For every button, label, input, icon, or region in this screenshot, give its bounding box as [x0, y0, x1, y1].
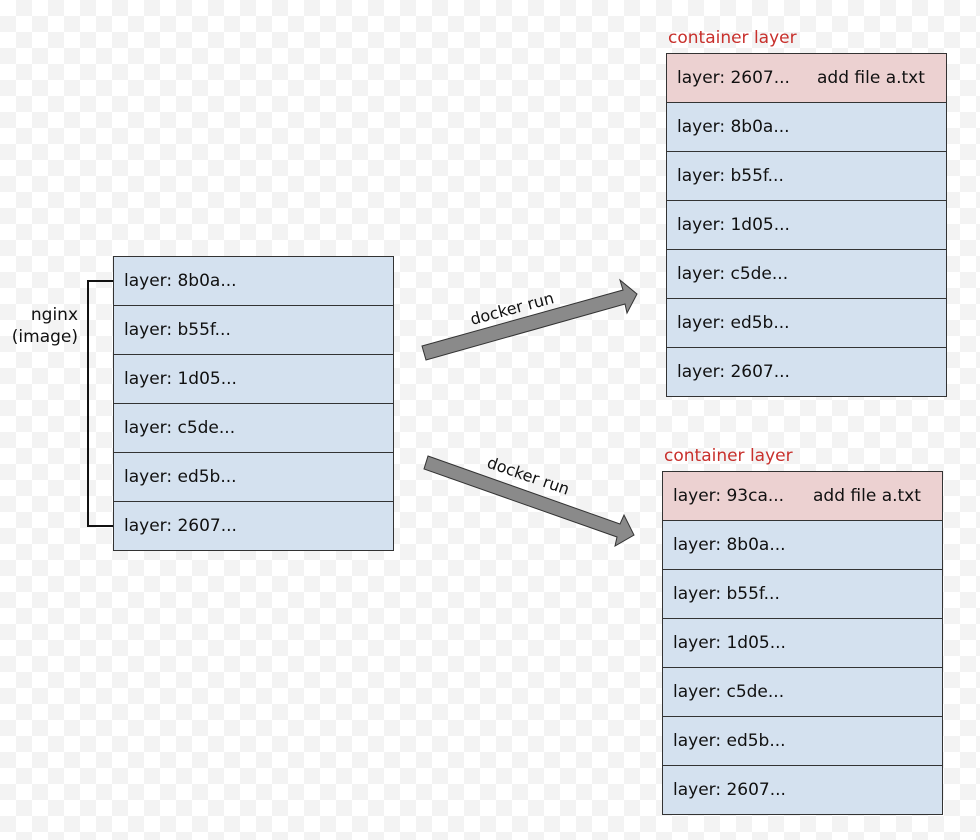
image-tag-line: (image)	[11, 327, 78, 347]
image-layer: layer: c5de...	[663, 668, 942, 717]
image-layer: layer: b55f...	[663, 570, 942, 619]
image-layer: layer: 2607...	[114, 502, 393, 550]
image-layer: layer: 2607...	[663, 766, 942, 814]
image-layer-stack: layer: 8b0a... layer: b55f... layer: 1d0…	[113, 256, 394, 551]
arrow-shape	[423, 455, 635, 548]
image-layer: layer: 1d05...	[667, 201, 946, 250]
docker-run-arrow-1: docker run	[421, 278, 638, 361]
image-layer: layer: 8b0a...	[114, 257, 393, 306]
image-layer: layer: 2607...	[667, 348, 946, 396]
layer-change-note: add file a.txt	[817, 68, 925, 88]
container-layer-stack: layer: 2607... add file a.txt layer: 8b0…	[666, 53, 947, 397]
image-layer: layer: c5de...	[114, 404, 393, 453]
docker-run-arrow-2: docker run	[423, 453, 635, 548]
container-writable-layer: layer: 93ca... add file a.txt	[663, 472, 942, 521]
container-layer-stack: layer: 93ca... add file a.txt layer: 8b0…	[662, 471, 943, 815]
image-layer: layer: 8b0a...	[667, 103, 946, 152]
container-caption: container layer	[664, 446, 793, 466]
arrow-shape	[421, 278, 638, 361]
layer-id: layer: 93ca...	[673, 486, 785, 506]
image-layer: layer: c5de...	[667, 250, 946, 299]
container-writable-layer: layer: 2607... add file a.txt	[667, 54, 946, 103]
image-layer: layer: ed5b...	[667, 299, 946, 348]
image-name: nginx	[30, 305, 78, 325]
image-layer: layer: 8b0a...	[663, 521, 942, 570]
image-bracket	[87, 280, 113, 527]
image-layer: layer: ed5b...	[663, 717, 942, 766]
layer-id: layer: 2607...	[677, 68, 790, 88]
image-layer: layer: b55f...	[667, 152, 946, 201]
image-layer: layer: 1d05...	[663, 619, 942, 668]
image-layer: layer: ed5b...	[114, 453, 393, 502]
layer-change-note: add file a.txt	[813, 486, 921, 506]
image-layer: layer: 1d05...	[114, 355, 393, 404]
image-layer: layer: b55f...	[114, 306, 393, 355]
image-label: nginx (image)	[8, 304, 78, 348]
container-caption: container layer	[668, 28, 797, 48]
